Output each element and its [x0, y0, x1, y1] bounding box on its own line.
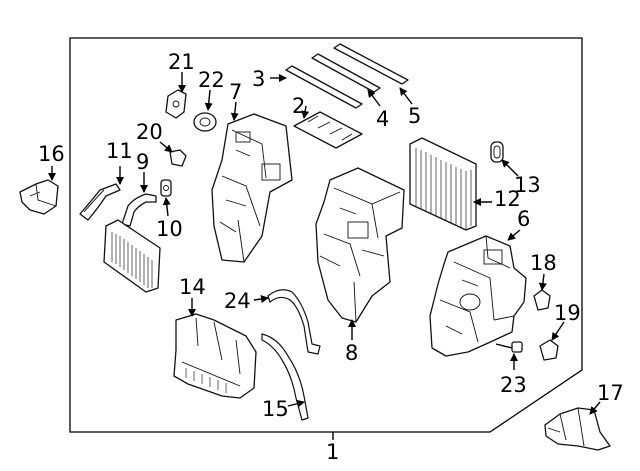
callout-13: 13 — [514, 173, 541, 197]
leader-lines — [48, 72, 601, 440]
callout-labels: 21 22 7 3 2 4 5 20 16 11 9 10 12 13 6 18… — [38, 50, 624, 464]
callout-21: 21 — [168, 50, 195, 74]
part-12-filter — [409, 137, 477, 231]
part-13-grommet — [490, 141, 504, 163]
callout-3: 3 — [252, 67, 265, 91]
callout-11: 11 — [106, 139, 133, 163]
callout-1: 1 — [326, 440, 339, 464]
part-2-pads — [293, 111, 363, 149]
heater-core — [103, 219, 161, 293]
callout-10: 10 — [156, 217, 183, 241]
callout-7: 7 — [229, 80, 242, 104]
part-23-sensor — [495, 341, 523, 353]
part-22-actuator — [193, 112, 217, 132]
part-6-housing — [429, 235, 527, 357]
callout-12: 12 — [494, 187, 521, 211]
part-3-seal — [285, 65, 363, 109]
callout-8: 8 — [345, 341, 358, 365]
callout-15: 15 — [262, 397, 289, 421]
part-16-bracket — [19, 179, 59, 215]
part-11-pipe — [79, 183, 121, 221]
part-10-clip — [160, 179, 172, 197]
callout-22: 22 — [198, 68, 225, 92]
callout-5: 5 — [408, 104, 421, 128]
assembly-frame — [69, 37, 583, 433]
callout-19: 19 — [554, 301, 581, 325]
part-8-housing — [315, 167, 405, 323]
callout-16: 16 — [38, 142, 65, 166]
callout-9: 9 — [136, 150, 149, 174]
callout-18: 18 — [530, 251, 557, 275]
part-7-housing — [211, 113, 293, 263]
part-9-pipe — [121, 193, 157, 227]
callout-23: 23 — [500, 373, 527, 397]
part-24-hose — [267, 289, 321, 355]
part-14-duct — [173, 313, 257, 399]
callout-20: 20 — [136, 120, 163, 144]
callout-17: 17 — [597, 381, 624, 405]
part-17-bracket — [544, 407, 611, 451]
callout-6: 6 — [517, 207, 530, 231]
part-4-seal — [311, 53, 381, 93]
callout-14: 14 — [179, 275, 206, 299]
part-15-hose — [261, 333, 309, 421]
part-20-sensor — [169, 149, 187, 167]
part-18-sensor — [533, 289, 551, 311]
callout-4: 4 — [376, 107, 389, 131]
callout-2: 2 — [292, 94, 305, 118]
part-19-actuator — [539, 339, 559, 361]
callout-24: 24 — [224, 289, 251, 313]
part-5-seal — [333, 43, 409, 85]
part-21-bracket — [165, 89, 187, 119]
